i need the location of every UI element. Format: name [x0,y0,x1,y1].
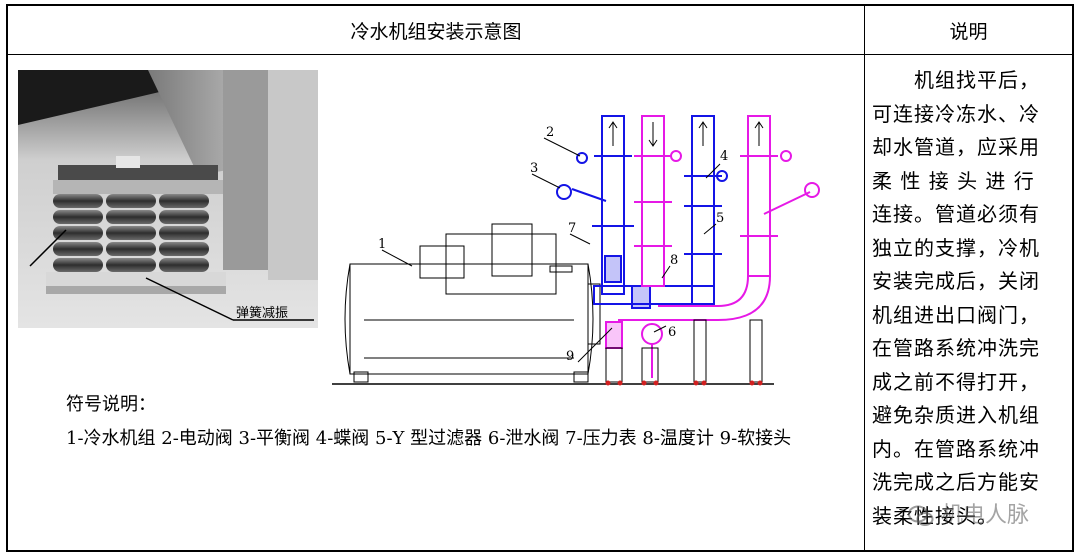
description-line: 内。在管路系统冲 [872,436,1040,461]
callout-numbers: 1 2 3 4 5 6 7 8 9 [378,125,728,364]
description-line: 避免杂质进入机组 [872,403,1040,427]
wechat-icon [908,505,934,526]
chiller-piping-diagram: 1 2 3 4 5 6 7 8 9 [332,115,820,386]
callout-4: 4 [720,149,728,164]
callout-6: 6 [668,325,676,340]
flow-arrows [608,121,764,147]
callout-5: 5 [716,211,724,226]
spring-damper-label: 弹簧减振 [236,306,289,321]
callout-3: 3 [530,161,538,176]
column-divider [864,6,865,550]
callout-1: 1 [378,237,386,252]
description-line: 成之前不得打开， [872,369,1040,394]
header-divider [8,54,1072,55]
diagram-column-title: 冷水机组安装示意图 [350,20,522,43]
legend-title: 符号说明： [66,394,156,415]
pipe-supports [605,319,763,383]
description-line: 机组找平后， [872,68,1040,92]
description-line: 却水管道，应采用 [872,135,1040,159]
callout-7: 7 [568,221,576,236]
magenta-pipes [605,115,820,378]
description-line: 连接。管道必须有 [872,202,1040,226]
callout-9: 9 [566,349,574,364]
callout-2: 2 [546,125,554,140]
callout-8: 8 [670,253,678,268]
description-line: 在管路系统冲洗完 [872,336,1040,360]
watermark: 机电人脉 [908,497,1029,529]
description-line: 柔 性 接 头 进 行 [872,168,1035,193]
description-column-title: 说明 [949,20,988,43]
description-line: 独立的支撑，冷机 [872,235,1040,260]
support-feet [605,380,763,386]
spring-coils [53,194,209,272]
description-line: 装柔性接头。 [872,503,998,528]
spring-damper-photo [18,70,318,328]
legend-text: 1-冷水机组 2-电动阀 3-平衡阀 4-蝶阀 5-Y 型过滤器 6-泄水阀 7… [66,428,792,449]
description-line: 安装完成后，关闭 [872,269,1040,293]
callout-leaders [381,137,721,363]
watermark-text: 机电人脉 [941,503,1030,528]
description-line: 洗完成之后方能安 [872,470,1040,494]
description-line: 可连接冷冻水、冷 [872,101,1040,126]
installation-table: 冷水机组安装示意图 说明 [6,4,1074,552]
description-line: 机组进出口阀门， [872,302,1040,327]
description-text: 机组找平后， 可连接冷冻水、冷 却水管道，应采用 柔 性 接 头 进 行 连接。… [872,64,1072,533]
chiller-unit [344,223,601,383]
